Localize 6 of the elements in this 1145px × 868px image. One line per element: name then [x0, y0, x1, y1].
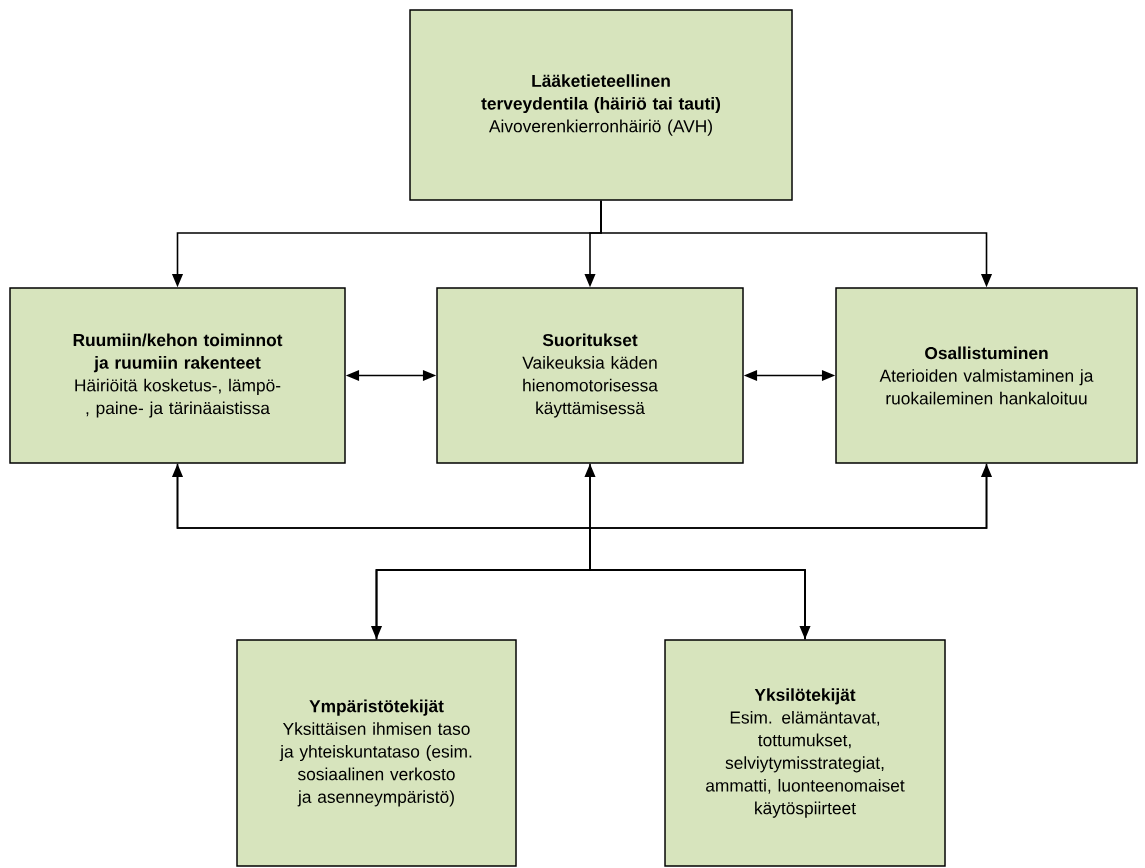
process-box: Ruumiin/kehon toiminnot ja ruumiin rakenteet Häiriöitä kosketus-, lämpö-, paine- ja tärinäaistissa	[9, 287, 346, 464]
process-box: Osallistuminen Aterioiden valmistaminen ja ruokaileminen hankaloituu	[835, 287, 1138, 464]
process-box: Suoritukset Vaikeuksia käden hienomotorisessa käyttämisessä	[436, 287, 744, 464]
process-box: Ympäristötekijät Yksittäisen ihmisen taso ja yhteiskuntataso (esim. sosiaalinen verkosto ja asenneympäristö)	[236, 639, 517, 867]
process-box: Lääketieteellinen terveydentila (häiriö tai tauti) Aivoverenkierronhäiriö (AVH)	[409, 9, 793, 201]
process-box: Yksilötekijät Esim. elämäntavat, tottumukset, selviytymisstrategiat, ammatti, luonteenomaiset käytöspiirteet	[664, 639, 946, 867]
